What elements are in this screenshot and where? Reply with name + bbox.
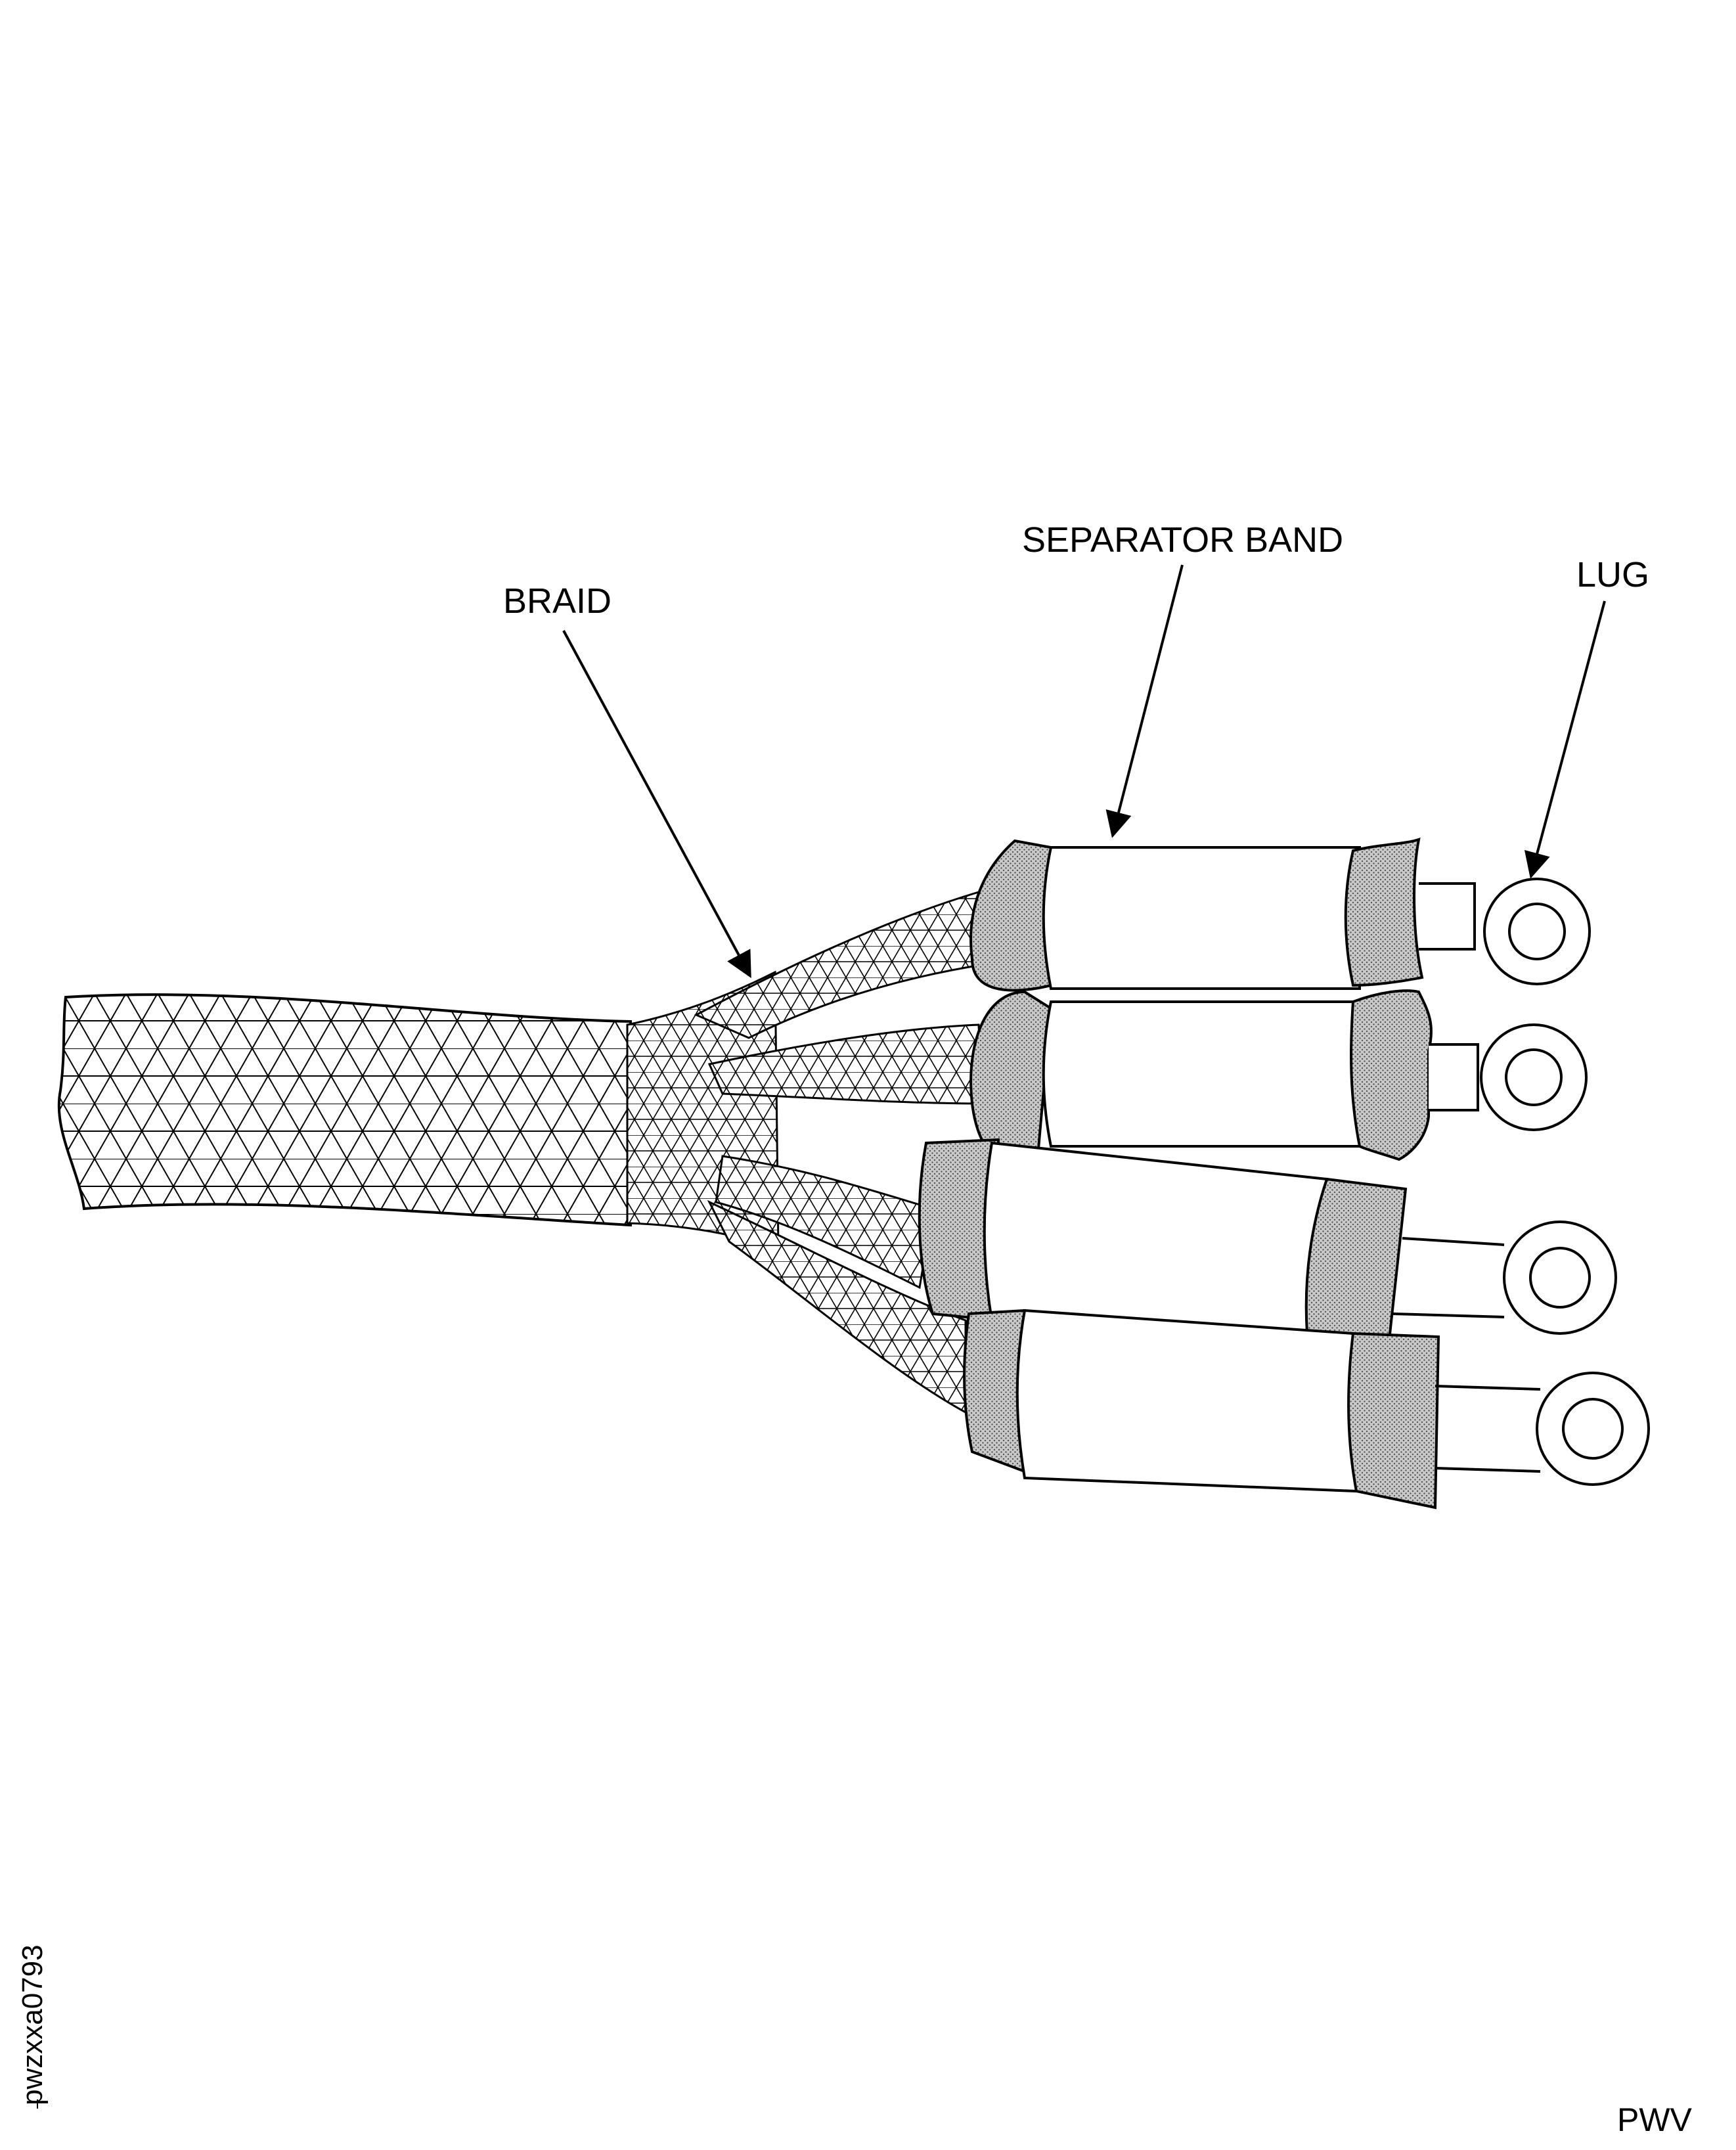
braid-label: BRAID <box>503 581 612 621</box>
braid-branch-3 <box>715 1155 934 1289</box>
main-braid-bundle <box>57 993 632 1227</box>
wire-assembly-3 <box>918 1138 1617 1342</box>
footer-code: PWV <box>1617 2101 1692 2138</box>
wire-assembly-2 <box>969 989 1588 1165</box>
braid-leader-arrow <box>562 630 751 979</box>
figure-id-tick <box>37 2099 38 2109</box>
separator-band-leader-arrow <box>1105 564 1184 838</box>
wire-assembly-4 <box>963 1309 1650 1510</box>
separator-band-label: SEPARATOR BAND <box>1022 520 1344 560</box>
braid-branch-1 <box>694 891 987 1039</box>
lug-label: LUG <box>1576 555 1650 594</box>
lug-leader-arrow <box>1524 600 1606 879</box>
wire-assembly-1 <box>969 837 1591 992</box>
figure-id: pwzxxa0793 <box>16 1944 49 2105</box>
